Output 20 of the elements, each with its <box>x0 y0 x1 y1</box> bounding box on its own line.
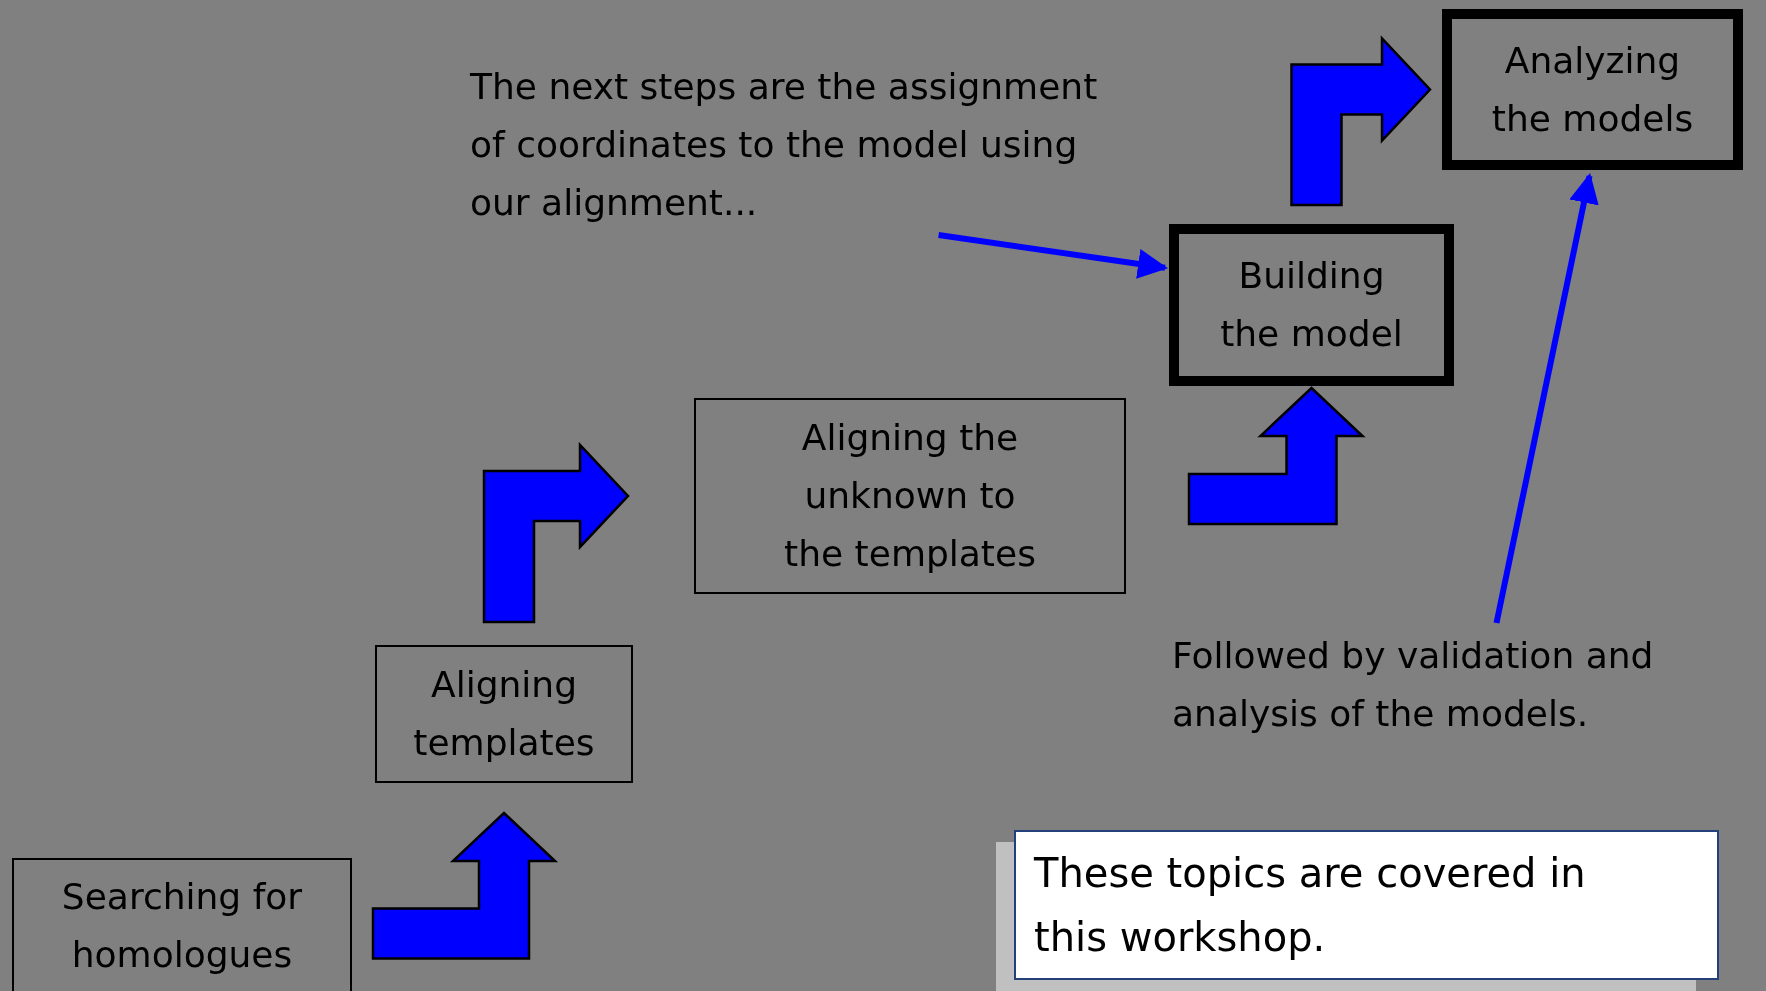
process-box <box>375 645 633 783</box>
block-arrow <box>371 811 559 960</box>
box-label: Building the model <box>1219 254 1404 356</box>
box-label: Searching for homologues <box>60 875 304 977</box>
arrow <box>1493 173 1599 624</box>
process-box <box>1442 9 1743 170</box>
process-box <box>694 398 1126 594</box>
block-arrow <box>1187 386 1366 526</box>
box-label: Analyzing the models <box>1490 38 1695 141</box>
block-arrow <box>1290 35 1432 207</box>
note-box <box>1014 830 1719 980</box>
box-label: Aligning the unknown to the templates <box>783 416 1037 576</box>
process-box <box>12 858 352 991</box>
block-arrow <box>482 441 630 624</box>
annotation-text: Followed by validation and analysis of the models. <box>1172 634 1655 736</box>
arrow <box>938 232 1168 279</box>
annotation-text: The next steps are the assignment of coordinates to the model using our alignment... <box>470 65 1099 225</box>
box-label: These topics are covered in this workshop. <box>1034 849 1587 962</box>
process-box <box>1169 224 1454 386</box>
box-label: Aligning templates <box>412 663 596 765</box>
